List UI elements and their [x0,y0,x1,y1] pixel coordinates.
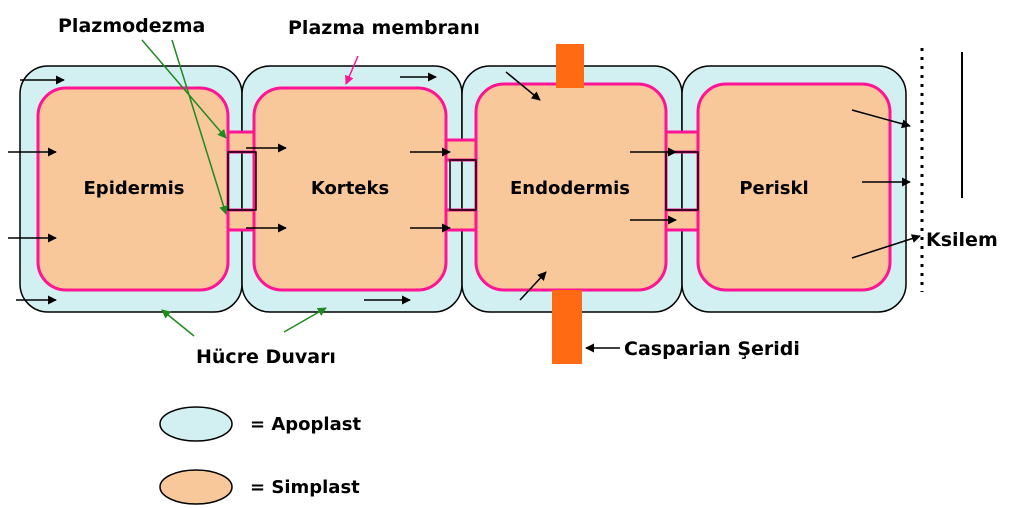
legend: = Apoplast = Simplast [160,407,361,504]
plasmodesma-label: Plazmodezma [58,15,205,37]
legend-symplast-swatch [160,470,232,504]
plasma-membrane-label: Plazma membranı [288,17,480,39]
cell-label-endodermis: Endodermis [510,178,630,199]
casparian-strip-top [556,44,584,88]
cell-wall-label: Hücre Duvarı [196,346,336,368]
xylem-label: Ksilem [926,229,998,251]
cell-label-korteks: Korteks [311,178,389,199]
xylem-marker [922,48,962,292]
legend-apoplast-label: = Apoplast [250,414,361,435]
legend-apoplast-swatch [160,407,232,441]
plasmodesma-channel [662,132,700,152]
legend-symplast-label: = Simplast [250,477,360,498]
casparian-strip-bottom [552,290,582,364]
cell-label-epidermis: Epidermis [84,178,185,199]
cell-label-periskl: Periskl [739,178,808,199]
casparian-strip-label: Casparian Şeridi [624,338,800,360]
